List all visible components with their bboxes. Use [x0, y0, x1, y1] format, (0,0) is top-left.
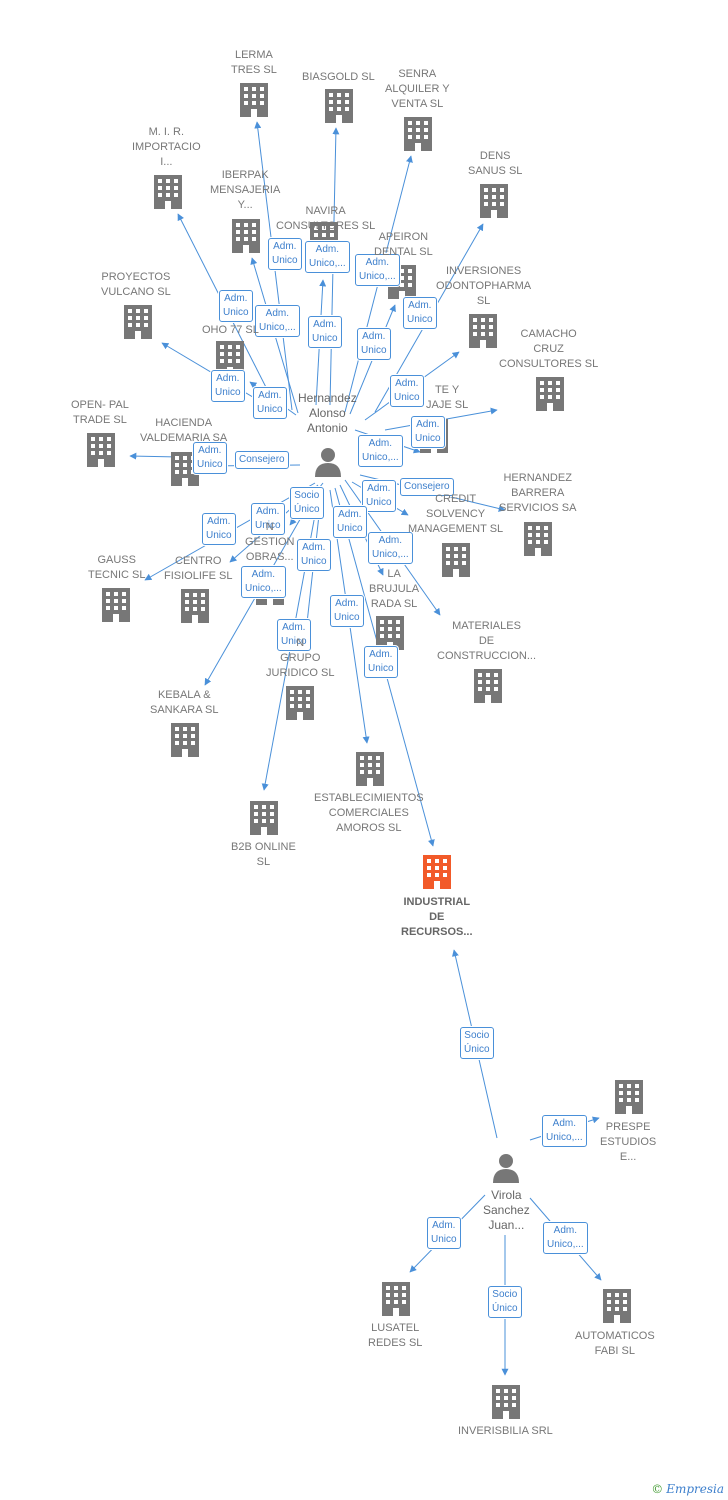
- company-label-biasgold[interactable]: BIASGOLD SL: [302, 71, 375, 83]
- company-label-hernandezb[interactable]: HERNANDEZ BARRERA SERVICIOS SA: [499, 472, 577, 514]
- company-label-apeiron[interactable]: APEIRON DENTAL SL: [374, 231, 433, 258]
- building-icon[interactable]: [376, 616, 404, 650]
- edge-role-label[interactable]: Adm. Unico: [253, 387, 287, 419]
- company-label-establecimientos[interactable]: ESTABLECIMIENTOS COMERCIALES AMOROS SL: [314, 792, 424, 834]
- edge-role-label[interactable]: Adm. Unico: [333, 506, 367, 538]
- edge-role-label[interactable]: Consejero: [400, 478, 454, 496]
- building-icon[interactable]: [286, 686, 314, 720]
- edge-role-label[interactable]: Adm. Unico: [251, 503, 285, 535]
- company-label-inversiones[interactable]: INVERSIONES ODONTOPHARMA SL: [436, 265, 532, 307]
- company-label-credit[interactable]: CREDIT SOLVENCY MANAGEMENT SL: [408, 493, 504, 535]
- edge-role-label[interactable]: Adm. Unico,...: [542, 1115, 587, 1147]
- building-icon[interactable]: [250, 801, 278, 835]
- building-icon[interactable]: [154, 175, 182, 209]
- building-icon[interactable]: [240, 83, 268, 117]
- edge-role-label[interactable]: Adm. Unico: [411, 416, 445, 448]
- company-label-iberpak[interactable]: IBERPAK MENSAJERIA Y...: [210, 169, 281, 211]
- company-label-dens[interactable]: DENS SANUS SL: [468, 150, 523, 177]
- company-label-oho77[interactable]: OHO 77 SL: [202, 324, 259, 336]
- edge-role-label[interactable]: Adm. Unico: [390, 375, 424, 407]
- company-label-lusatel[interactable]: LUSATEL REDES SL: [368, 1322, 423, 1349]
- building-icon[interactable]: [87, 433, 115, 467]
- company-label-gauss[interactable]: GAUSS TECNIC SL: [88, 554, 146, 581]
- building-icon[interactable]: [524, 522, 552, 556]
- edge-role-label[interactable]: Adm. Unico: [308, 316, 342, 348]
- edge-role-label[interactable]: Adm. Unico,...: [305, 241, 350, 273]
- edge-role-label[interactable]: Adm. Unico: [202, 513, 236, 545]
- building-icon[interactable]: [356, 752, 384, 786]
- edge-role-label[interactable]: Adm. Unico,...: [355, 254, 400, 286]
- company-label-hacienda[interactable]: HACIENDA VALDEMARIA SA: [140, 417, 228, 444]
- building-icon[interactable]: [474, 669, 502, 703]
- building-icon[interactable]: [171, 723, 199, 757]
- edge-role-label[interactable]: Adm. Unico: [211, 370, 245, 402]
- company-label-proyectos[interactable]: PROYECTOS VULCANO SL: [101, 271, 171, 298]
- company-label-transporte[interactable]: TE Y JAJE SL: [426, 384, 469, 411]
- edge-role-label[interactable]: Adm. Unico: [362, 480, 396, 512]
- company-label-industrial[interactable]: INDUSTRIAL DE RECURSOS...: [401, 896, 473, 938]
- building-icon[interactable]: [442, 543, 470, 577]
- edge-role-label[interactable]: Socio Único: [460, 1027, 494, 1059]
- building-icon[interactable]: [124, 305, 152, 339]
- person-label-p2[interactable]: Virola Sanchez Juan...: [483, 1188, 530, 1232]
- edge-role-label[interactable]: Adm. Unico: [193, 442, 227, 474]
- brand-logo: ©Empresia: [651, 1482, 724, 1496]
- edge-role-label[interactable]: Socio Único: [290, 487, 324, 519]
- company-label-camacho[interactable]: CAMACHO CRUZ CONSULTORES SL: [499, 328, 599, 370]
- building-icon[interactable]: [232, 219, 260, 253]
- building-icon[interactable]: [480, 184, 508, 218]
- company-label-b2b[interactable]: B2B ONLINE SL: [231, 841, 296, 868]
- building-icon[interactable]: [615, 1080, 643, 1114]
- edge-role-label[interactable]: Adm. Unico,...: [543, 1222, 588, 1254]
- building-icon[interactable]: [603, 1289, 631, 1323]
- copyright-icon: ©: [651, 1482, 664, 1496]
- edge-role-label[interactable]: Adm. Unico: [427, 1217, 461, 1249]
- building-icon[interactable]: [102, 588, 130, 622]
- edge-role-label[interactable]: Adm. Unico: [364, 646, 398, 678]
- building-icon[interactable]: [423, 855, 451, 889]
- company-label-senra[interactable]: SENRA ALQUILER Y VENTA SL: [385, 68, 450, 110]
- edge-role-label[interactable]: Adm. Unico: [268, 238, 302, 270]
- company-label-mir[interactable]: M. I. R. IMPORTACIO I...: [132, 126, 201, 168]
- building-icon[interactable]: [181, 589, 209, 623]
- building-icon[interactable]: [325, 89, 353, 123]
- company-label-brujula[interactable]: LA BRUJULA RADA SL: [369, 568, 420, 610]
- building-icon[interactable]: [469, 314, 497, 348]
- company-label-gestion[interactable]: N GESTION OBRAS...: [245, 521, 295, 563]
- building-icon[interactable]: [404, 117, 432, 151]
- edge-role-label[interactable]: Adm. Unico: [219, 290, 253, 322]
- company-label-juridico[interactable]: N GRUPO JURIDICO SL: [266, 637, 335, 679]
- edge-role-label[interactable]: Adm. Unico,...: [358, 435, 403, 467]
- building-icon[interactable]: [492, 1385, 520, 1419]
- company-label-lerma[interactable]: LERMA TRES SL: [231, 49, 277, 76]
- edge-role-label[interactable]: Adm. Unico: [357, 328, 391, 360]
- company-label-inverisbilia[interactable]: INVERISBILIA SRL: [458, 1425, 553, 1437]
- edge-role-label[interactable]: Adm. Unico: [277, 619, 311, 651]
- edge-role-label[interactable]: Adm. Unico: [403, 297, 437, 329]
- edge-role-label[interactable]: Adm. Unico,...: [241, 566, 286, 598]
- edge-role-label[interactable]: Adm. Unico: [330, 595, 364, 627]
- building-icon[interactable]: [536, 377, 564, 411]
- company-label-materiales[interactable]: MATERIALES DE CONSTRUCCION...: [437, 620, 536, 662]
- company-label-fisiolife[interactable]: CENTRO FISIOLIFE SL: [164, 555, 233, 582]
- company-label-openpal[interactable]: OPEN- PAL TRADE SL: [71, 399, 129, 426]
- building-icon[interactable]: [382, 1282, 410, 1316]
- edge-role-label[interactable]: Consejero: [235, 451, 289, 469]
- person-icon[interactable]: [315, 448, 341, 477]
- edge-role-label[interactable]: Socio Único: [488, 1286, 522, 1318]
- edge-role-label[interactable]: Adm. Unico: [297, 539, 331, 571]
- company-label-kebala[interactable]: KEBALA & SANKARA SL: [150, 689, 219, 716]
- edge-role-label[interactable]: Adm. Unico,...: [255, 305, 300, 337]
- company-label-automaticos[interactable]: AUTOMATICOS FABI SL: [575, 1330, 655, 1357]
- person-icon[interactable]: [493, 1154, 519, 1183]
- company-label-navira[interactable]: NAVIRA CONSULTORES SL: [276, 205, 376, 232]
- company-label-prespe[interactable]: PRESPE ESTUDIOS E...: [600, 1121, 657, 1163]
- edge-role-label[interactable]: Adm. Unico,...: [368, 532, 413, 564]
- brand-name: Empresia: [666, 1482, 724, 1496]
- person-label-p1[interactable]: Hernandez Alonso Antonio: [298, 391, 357, 435]
